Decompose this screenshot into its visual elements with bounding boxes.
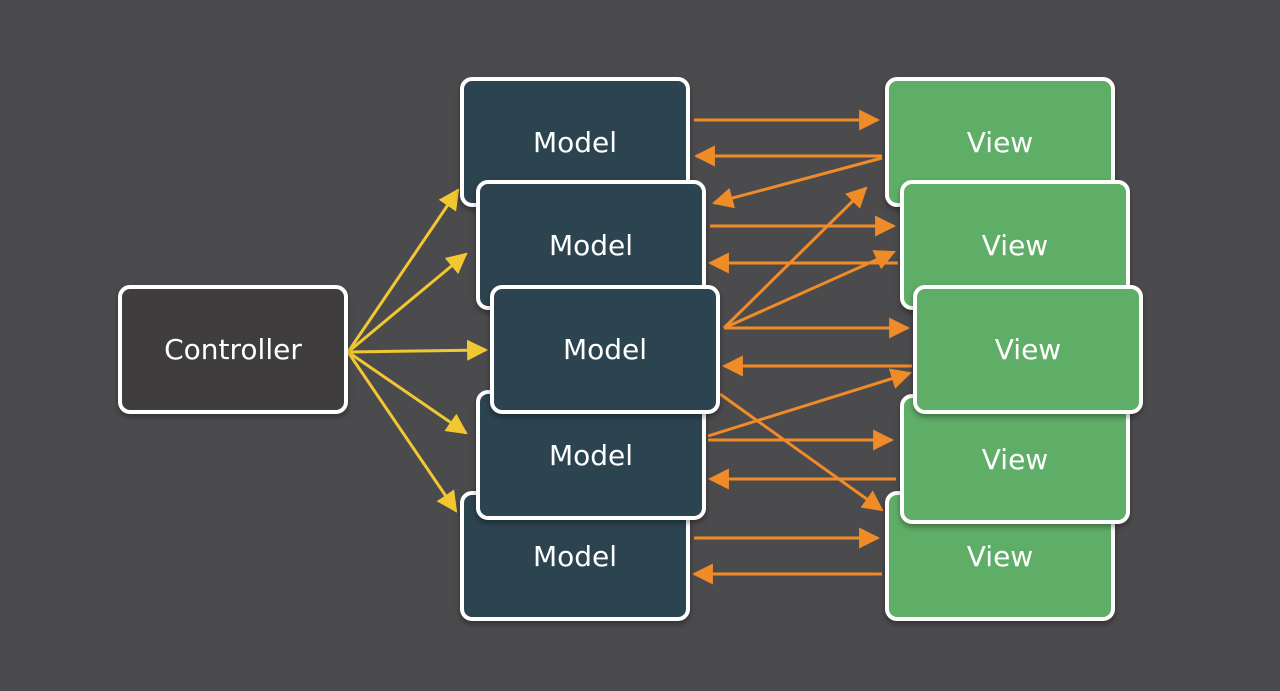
- view-label: View: [981, 228, 1049, 262]
- model-box-3: Model: [490, 285, 720, 414]
- controller-to-model-1-arrow: [346, 188, 460, 353]
- model-label: Model: [532, 539, 618, 573]
- view-label: View: [994, 333, 1062, 366]
- model-3-to-view-1-arrow: [722, 186, 868, 330]
- controller-to-model-2-arrow: [347, 252, 468, 354]
- model-label: Model: [532, 125, 618, 159]
- controller-to-model-4-arrow: [347, 350, 468, 435]
- controller-to-model-3-arrow: [347, 339, 489, 361]
- controller-label: Controller: [164, 333, 302, 366]
- view-label: View: [966, 125, 1034, 159]
- model-3-to-view-5-arrow: [719, 392, 884, 512]
- model-4-to-view-3-arrow: [707, 368, 913, 438]
- view-label: View: [966, 539, 1034, 573]
- view-label: View: [981, 442, 1049, 476]
- model-3-to-view-2-arrow: [723, 250, 896, 330]
- model-label: Model: [548, 438, 634, 472]
- model-label: Model: [562, 333, 648, 366]
- controller-to-model-5-arrow: [346, 351, 458, 513]
- view-1-to-model-2-arrow: [711, 156, 883, 209]
- controller-box: Controller: [118, 285, 348, 414]
- view-box-3: View: [913, 285, 1143, 414]
- model-label: Model: [548, 228, 634, 262]
